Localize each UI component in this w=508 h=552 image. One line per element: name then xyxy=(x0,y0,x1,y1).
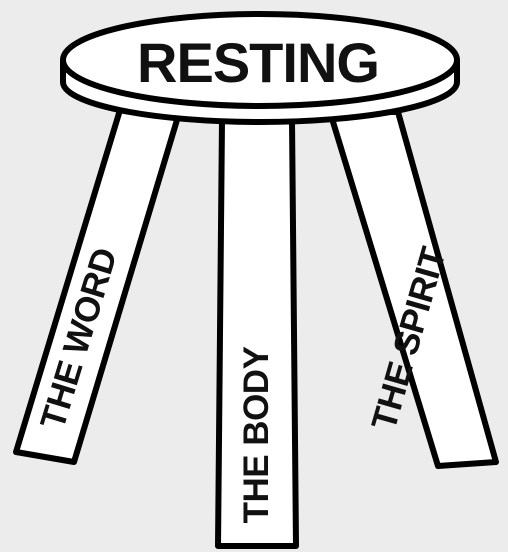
leg-label-middle: THE BODY xyxy=(237,346,276,523)
seat-label: RESTING xyxy=(137,31,379,94)
